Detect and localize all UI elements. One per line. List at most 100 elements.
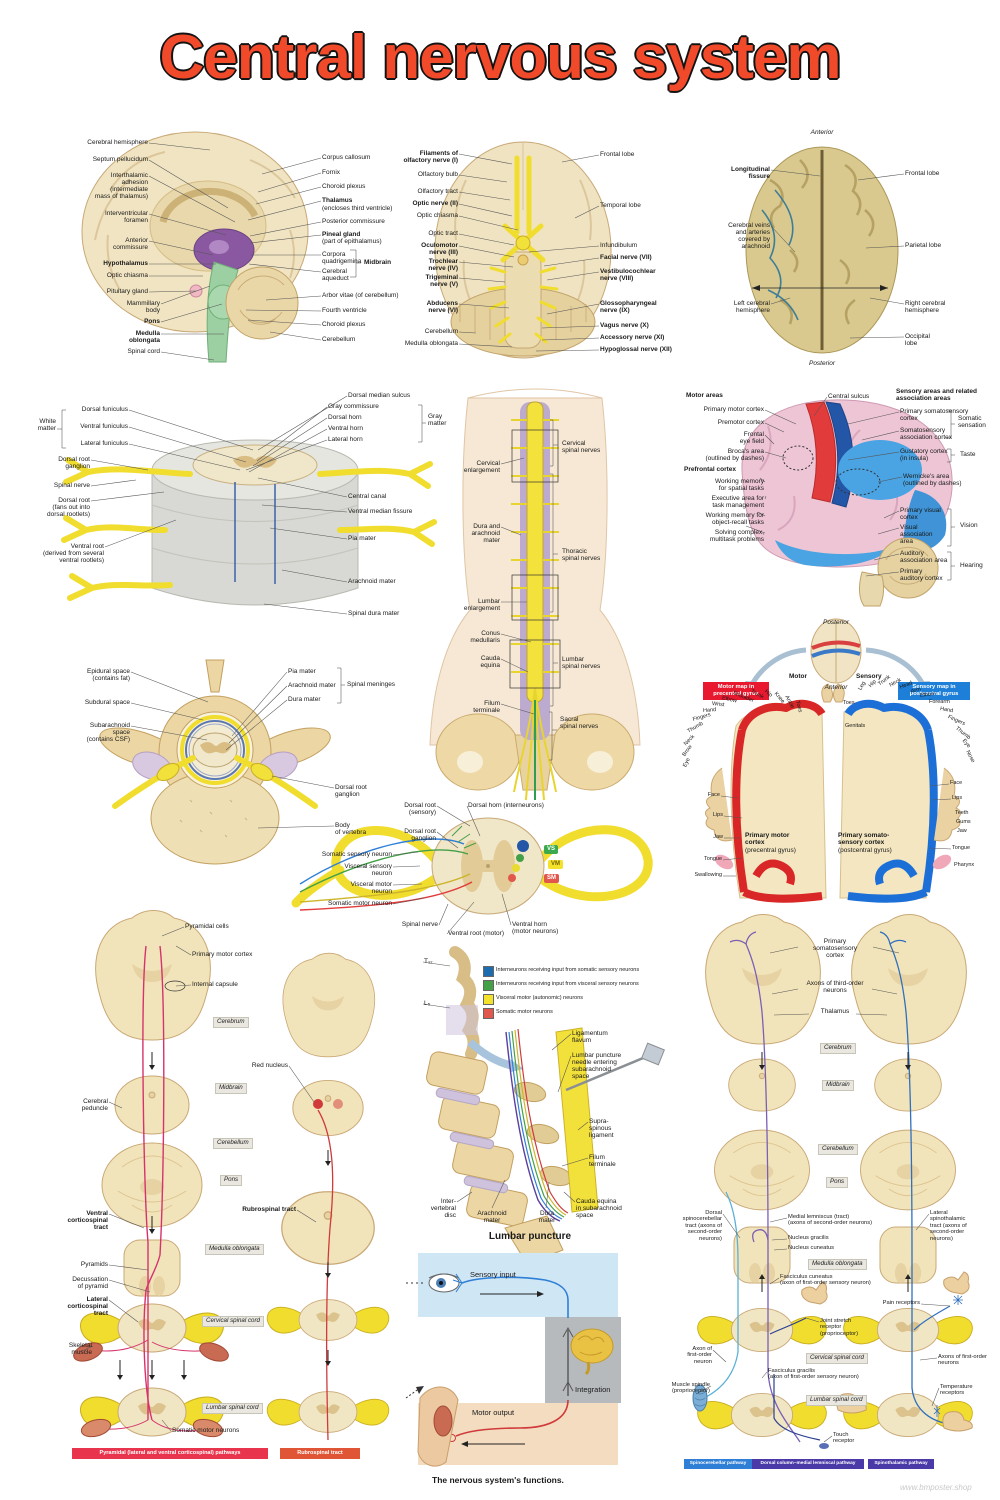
label-pia-mater: Pia mater — [288, 668, 316, 675]
label-cauda-equina: Cauda equina — [480, 655, 500, 670]
label-vagus-nerve-x: Vagus nerve (X) — [600, 322, 649, 329]
label-medulla-oblongata: Medulla oblongata — [205, 1244, 264, 1255]
label-toes: Toes — [794, 700, 803, 714]
label-working-memory-for-object-recall-tasks: Working memory for object-recall tasks — [705, 512, 764, 527]
label-subdural-space: Subdural space — [84, 699, 130, 706]
label-arachnoid-mater: Arachnoid mater — [288, 682, 336, 689]
label-infundibulum: Infundibulum — [600, 242, 638, 249]
label-motor-map-in-precentral-gyrus: Motor map in precentral gyrus — [703, 682, 769, 701]
label-skeletal-muscle: Skeletal muscle — [68, 1342, 92, 1357]
label-frontal-lobe: Frontal lobe — [905, 170, 940, 177]
label-lumbar-spinal-nerves: Lumbar spinal nerves — [562, 656, 601, 671]
label-spinal-dura-mater: Spinal dura mater — [348, 610, 400, 617]
label-parietal-lobe: Parietal lobe — [905, 242, 942, 249]
label-nucleus-gracilis: Nucleus gracilis — [788, 1235, 829, 1241]
legend-swatch — [483, 980, 494, 991]
label-lips: Lips — [952, 795, 963, 801]
label-cerebral-veins-and-arteries-covered-by-ara: Cerebral veins and arteries covered by a… — [728, 222, 770, 251]
label-rubrospinal-tract: Rubrospinal tract — [280, 1448, 360, 1459]
label-sensory-map-in-postcentral-gyrus: Sensory map in postcentral gyrus — [898, 682, 970, 701]
label-gray-commissure: Gray commissure — [328, 403, 379, 410]
label-primary-motor-cortex: Primary motor cortex — [192, 951, 253, 958]
label-postcentral-gyrus: (postcentral gyrus) — [838, 847, 892, 854]
label-interneurons-receiving-input-from-somatic-: Interneurons receiving input from somati… — [496, 967, 640, 973]
label-working-memory-for-spatial-tasks: Working memory for spatial tasks — [714, 478, 764, 493]
label-midbrain: Midbrain — [364, 259, 392, 266]
label-filum-terminale: Filum terminale — [589, 1154, 616, 1169]
label-gustatory-cortex-in-insula: Gustatory cortex (in insula) — [900, 448, 948, 463]
label-ventral-horn-motor-neurons: Ventral horn (motor neurons) — [512, 921, 559, 936]
label-pituitary-gland: Pituitary gland — [106, 288, 148, 295]
label-spinothalamic-pathway: Spinothalamic pathway — [868, 1459, 934, 1469]
label-visceral-motor-autonomic-neurons: Visceral motor (autonomic) neurons — [496, 995, 584, 1001]
label-midbrain: Midbrain — [215, 1083, 247, 1094]
label-swallowing: Swallowing — [694, 872, 722, 878]
label-dorsal-column-medial-lemniscal-pathway: Dorsal column–medial lemniscal pathway — [752, 1459, 864, 1469]
label-cerebral-peduncle: Cerebral peduncle — [81, 1098, 108, 1113]
label-toes: Toes — [843, 700, 855, 706]
label-somatic-motor-neurons: Somatic motor neurons — [172, 1427, 240, 1434]
label-conus-medullaris: Conus medullaris — [470, 630, 500, 645]
label-ventral-root-motor: Ventral root (motor) — [448, 930, 504, 937]
label-ventral-horn: Ventral horn — [328, 425, 364, 432]
label-integration: Integration — [575, 1385, 611, 1394]
label-longitudinal-fissure: Longitudinal fissure — [731, 166, 770, 181]
label-frontal-eye-field: Frontal eye field — [739, 431, 764, 446]
label-sensory-input: Sensory input — [470, 1270, 516, 1279]
label-gums: Gums — [956, 819, 971, 825]
label-tongue: Tongue — [952, 845, 971, 851]
label-corpus-callosum: Corpus callosum — [322, 154, 371, 161]
label-pons: Pons — [826, 1177, 849, 1188]
label-cerebellum: Cerebellum — [322, 336, 356, 343]
label-olfactory-tract: Olfactory tract — [417, 188, 458, 195]
label-septum-pellucidum: Septum pellucidum — [92, 156, 148, 163]
label-medulla-oblongata: Medulla oblongata — [128, 330, 160, 345]
label-dura-and-arachnoid-mater: Dura and arachnoid mater — [471, 523, 500, 545]
label-fornix: Fornix — [322, 169, 341, 176]
label-temperature-receptors: Temperature receptors — [940, 1384, 973, 1397]
label-lumbar-puncture-needle-entering-subarachno: Lumbar puncture needle entering subarach… — [572, 1052, 622, 1081]
label-primary-somatosensory-cortex: Primary somatosensory cortex — [900, 408, 969, 423]
label-anterior: Anterior — [824, 684, 848, 691]
label-fasciculus-cuneatus-axon-of-first-order-se: Fasciculus cuneatus (axon of first-order… — [780, 1274, 871, 1287]
label-optic-tract: Optic tract — [428, 230, 458, 237]
label-auditory-association-area: Auditory association area — [900, 550, 948, 565]
label-optic-chiasma: Optic chiasma — [416, 212, 458, 219]
label-hypothalamus: Hypothalamus — [103, 260, 148, 267]
label-medulla-oblongata: Medulla oblongata — [404, 340, 458, 347]
label-arachnoid-mater: Arachnoid mater — [477, 1210, 507, 1225]
label-spinal-nerve: Spinal nerve — [401, 921, 438, 928]
label-cerebral-hemisphere: Cerebral hemisphere — [87, 139, 148, 146]
label-midbrain: Midbrain — [822, 1080, 854, 1091]
label-lumbar-spinal-cord: Lumbar spinal cord — [806, 1395, 867, 1406]
label-thalamus: Thalamus — [820, 1008, 850, 1015]
label-premotor-cortex: Premotor cortex — [717, 419, 764, 426]
label-muscle-spindle-proprioceptor: Muscle spindle (proprioceptor) — [671, 1382, 710, 1395]
label-hand: Hand — [939, 706, 954, 715]
label-dorsal-horn-interneurons: Dorsal horn (interneurons) — [468, 802, 544, 809]
label-fasciculus-gracilis-axon-of-first-order-se: Fasciculus gracilis (axon of first-order… — [768, 1368, 859, 1381]
label-dorsal-root-fans-out-into-dorsal-rootlets: Dorsal root (fans out into dorsal rootle… — [47, 497, 90, 519]
poster-title: Central nervous system — [159, 23, 842, 92]
label-pyramids: Pyramids — [80, 1261, 108, 1268]
label-part-of-epithalamus: (part of epithalamus) — [322, 238, 382, 245]
label-cervical-enlargement: Cervical enlargement — [463, 460, 500, 475]
label-axons-of-first-order-neurons: Axons of first-order neurons — [938, 1354, 987, 1367]
label-dorsal-horn: Dorsal horn — [328, 414, 362, 421]
label-arachnoid-mater: Arachnoid mater — [348, 578, 396, 585]
label-accessory-nerve-xi: Accessory nerve (XI) — [600, 334, 665, 341]
label-jaw: Jaw — [957, 828, 967, 834]
label-red-nucleus: Red nucleus — [251, 1062, 288, 1069]
label-axons-of-third-order-neurons: Axons of third-order neurons — [806, 980, 864, 995]
label-pons: Pons — [144, 318, 160, 325]
label-cervical-spinal-nerves: Cervical spinal nerves — [562, 440, 601, 455]
label-olfactory-bulb: Olfactory bulb — [417, 171, 458, 178]
label-abducens-nerve-vi: Abducens nerve (VI) — [426, 300, 458, 315]
label-vision: Vision — [960, 522, 978, 529]
label-lateral-funiculus: Lateral funiculus — [80, 440, 128, 447]
label-sacral-spinal-nerves: Sacral spinal nerves — [560, 716, 599, 731]
label-genitals: Genitals — [845, 723, 866, 729]
label-somatic-motor-neurons: Somatic motor neurons — [496, 1009, 553, 1015]
label-brow: Brow — [681, 744, 694, 758]
